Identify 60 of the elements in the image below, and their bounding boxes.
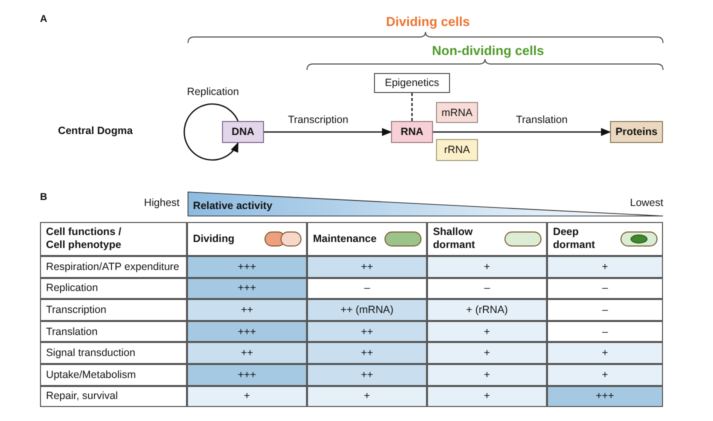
process-box: Epigenetics xyxy=(374,73,450,93)
column-header: Dividing xyxy=(193,232,234,246)
column-header: Cell functions / Cell phenotype xyxy=(46,226,122,252)
column-header: Shallow dormant xyxy=(433,226,476,252)
table-cell: +++ xyxy=(187,256,307,278)
table-cell: + xyxy=(307,386,427,408)
table-cell: ++ xyxy=(187,342,307,364)
process-box: DNA xyxy=(222,121,264,143)
table-cell: ++ (mRNA) xyxy=(307,299,427,321)
bracket-label: Non-dividing cells xyxy=(432,43,544,58)
table-cell: – xyxy=(547,278,663,300)
table-cell: ++ xyxy=(187,299,307,321)
table-cell: + xyxy=(547,364,663,386)
table-cell: +++ xyxy=(187,364,307,386)
edge-label: Transcription xyxy=(288,114,348,126)
table-cell: + xyxy=(427,256,547,278)
table-cell: ++ xyxy=(307,364,427,386)
table-cell: + xyxy=(187,386,307,408)
arrow xyxy=(184,103,239,161)
process-box: rRNA xyxy=(436,139,478,161)
table-cell: Uptake/Metabolism xyxy=(40,364,187,386)
table-cell: ++ xyxy=(307,342,427,364)
table-cell: + (rRNA) xyxy=(427,299,547,321)
table-cell: +++ xyxy=(547,386,663,408)
table-cell: – xyxy=(547,299,663,321)
table-cell: Replication xyxy=(40,278,187,300)
bracket-label: Dividing cells xyxy=(386,14,470,29)
arrow xyxy=(433,128,611,136)
table-cell: + xyxy=(427,386,547,408)
wedge-label: Relative activity xyxy=(193,200,272,212)
table-cell: – xyxy=(427,278,547,300)
column-header: Maintenance xyxy=(313,232,375,246)
table-cell: – xyxy=(547,320,663,342)
process-box: mRNA xyxy=(436,102,478,123)
table-cell: + xyxy=(427,320,547,342)
table-cell: Translation xyxy=(40,320,187,342)
column-header: Deep dormant xyxy=(553,226,596,252)
table-cell: + xyxy=(547,256,663,278)
process-box: Proteins xyxy=(610,121,663,143)
table-cell: – xyxy=(307,278,427,300)
process-box: RNA xyxy=(391,121,433,143)
row-label: Central Dogma xyxy=(58,125,133,137)
table-cell: +++ xyxy=(187,320,307,342)
table-cell: Signal transduction xyxy=(40,342,187,364)
scale-label: Highest xyxy=(144,197,180,209)
edge-label: Translation xyxy=(516,114,568,126)
table-cell: ++ xyxy=(307,256,427,278)
panel-label: A xyxy=(40,14,48,25)
table-cell: + xyxy=(547,342,663,364)
panel-label: B xyxy=(40,192,48,203)
arrow xyxy=(264,128,392,136)
table-cell: + xyxy=(427,342,547,364)
table-cell: + xyxy=(427,364,547,386)
table-cell: +++ xyxy=(187,278,307,300)
table-cell: Repair, survival xyxy=(40,386,187,408)
table-cell: Transcription xyxy=(40,299,187,321)
table-cell: ++ xyxy=(307,320,427,342)
scale-label: Lowest xyxy=(630,197,664,209)
edge-label: Replication xyxy=(187,86,239,98)
table-cell: Respiration/ATP expenditure xyxy=(40,256,187,278)
